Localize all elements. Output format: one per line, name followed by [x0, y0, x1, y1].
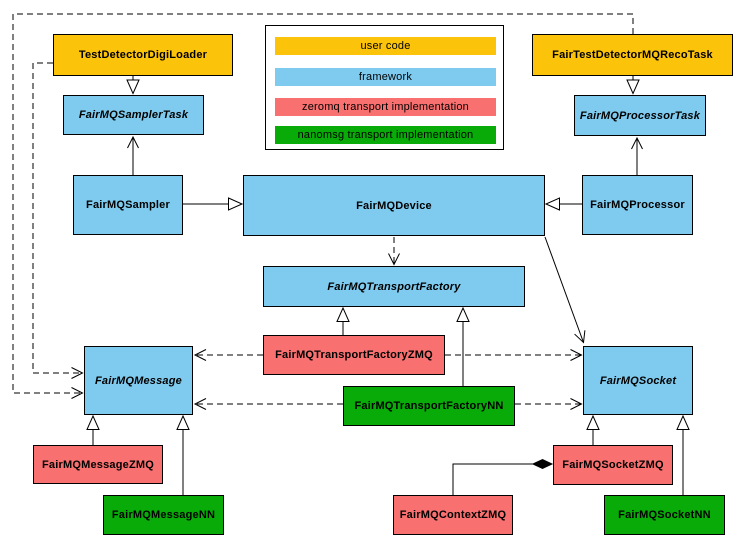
legend-item-framework: framework [275, 68, 496, 86]
edge-aggregation-contextzmq-socketzmq [452, 464, 552, 495]
edge-dep-digiloader-message [32, 62, 84, 379]
edge-dep-recotask-message [12, 13, 634, 399]
legend-item-nanomsg: nanomsg transport implementation [275, 126, 496, 144]
node-fairmq-socket-nn: FairMQSocketNN [604, 495, 725, 535]
node-fairmq-processor-task: FairMQProcessorTask [574, 95, 706, 136]
node-test-detector-digi-loader: TestDetectorDigiLoader [53, 34, 233, 76]
node-fairmq-context-zmq: FairMQContextZMQ [393, 495, 513, 535]
node-fairmq-message-zmq: FairMQMessageZMQ [33, 445, 163, 484]
legend-item-zeromq: zeromq transport implementation [275, 98, 496, 116]
node-fairmq-message-nn: FairMQMessageNN [103, 495, 224, 535]
legend-item-user-code: user code [275, 37, 496, 55]
node-fairmq-device: FairMQDevice [243, 175, 545, 236]
node-fairmq-socket-zmq: FairMQSocketZMQ [553, 445, 673, 485]
node-fairmq-sampler-task: FairMQSamplerTask [63, 95, 204, 135]
legend: user code framework zeromq transport imp… [265, 25, 504, 150]
node-fairmq-transport-factory-zmq: FairMQTransportFactoryZMQ [263, 335, 445, 375]
edge-assoc-device-socket [544, 236, 586, 344]
node-fairmq-transport-factory: FairMQTransportFactory [263, 266, 525, 307]
node-fairmq-message: FairMQMessage [84, 346, 193, 415]
node-fairmq-sampler: FairMQSampler [73, 175, 183, 235]
node-fair-test-detector-mq-reco-task: FairTestDetectorMQRecoTask [532, 34, 733, 76]
node-fairmq-processor: FairMQProcessor [582, 175, 693, 235]
node-fairmq-transport-factory-nn: FairMQTransportFactoryNN [343, 386, 515, 426]
node-fairmq-socket: FairMQSocket [583, 346, 693, 415]
